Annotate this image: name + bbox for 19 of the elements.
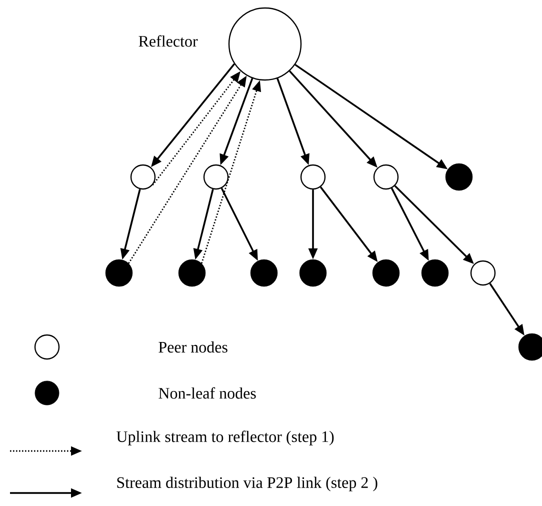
peer-node <box>373 164 399 190</box>
node-caption: Reflector <box>138 35 198 47</box>
reflector-circle <box>228 7 302 81</box>
non-leaf-node <box>178 259 206 287</box>
peer-node <box>300 164 326 190</box>
legend-text: Non-leaf nodes <box>158 387 256 399</box>
legend-text: Stream distribution via P2P link (step 2 ) <box>117 476 378 492</box>
non-leaf-node <box>105 259 133 287</box>
non-leaf-node <box>445 163 473 191</box>
non-leaf-node <box>299 259 327 287</box>
non-leaf-node <box>421 259 449 287</box>
peer-node <box>470 260 496 286</box>
peer-node <box>203 164 229 190</box>
legend-text: Uplink stream to reflector (step 1) <box>116 430 334 446</box>
legend-text: Peer nodes <box>158 341 228 353</box>
non-leaf-node <box>250 259 278 287</box>
non-leaf-node <box>518 333 542 361</box>
peer-node <box>130 164 156 190</box>
non-leaf-node <box>372 259 400 287</box>
